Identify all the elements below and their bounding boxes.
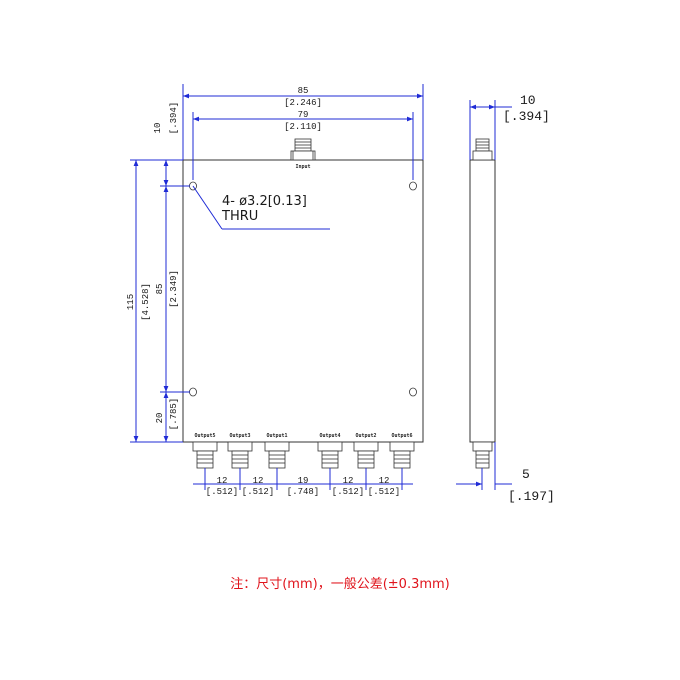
output-connectors [192, 441, 415, 469]
dim-offset-mm: 5 [522, 467, 530, 482]
spacing-mm: 12 [217, 476, 228, 486]
dim-width-mm: 85 [298, 86, 309, 96]
spacing-inch: [.512] [206, 487, 238, 497]
spacing-inch: [.512] [332, 487, 364, 497]
spacing-mm: 12 [343, 476, 354, 486]
dim-pitch-inch: [2.110] [284, 122, 322, 132]
dim-height-inch: [4.528] [141, 283, 151, 321]
output-label: Output4 [319, 433, 340, 439]
output-connector [317, 441, 343, 469]
dim-pitch-y-mm: 85 [155, 284, 165, 295]
dim-width-inch: [2.246] [284, 98, 322, 108]
output-connector [353, 441, 379, 469]
spacing-mm: 19 [298, 476, 309, 486]
output-label: Output6 [391, 433, 412, 439]
spacing-inch: [.512] [368, 487, 400, 497]
side-bottom-connector [472, 441, 493, 469]
dim-bottom-offset-mm: 20 [155, 413, 165, 424]
output-label: Output2 [355, 433, 376, 439]
dim-top-offset-inch: [.394] [169, 102, 179, 134]
front-view: Input Output5 Output3 Output1 Output4 Ou… [126, 84, 424, 497]
spacing-inch: [.748] [287, 487, 319, 497]
dim-top-offset-mm: 10 [153, 123, 163, 134]
side-view: 10 [.394] 5 [.197] [456, 93, 555, 504]
dim-bottom-offset-inch: [.785] [169, 398, 179, 430]
dim-offset-inch: [.197] [508, 489, 555, 504]
output-connector [389, 441, 415, 469]
output-connector [192, 441, 218, 469]
spacing-inch: [.512] [242, 487, 274, 497]
spacing-mm: 12 [253, 476, 264, 486]
input-label: Input [295, 164, 310, 170]
mounting-hole [409, 181, 417, 191]
mounting-hole [409, 387, 417, 397]
front-body-outline [182, 159, 424, 443]
dim-thickness-inch: [.394] [503, 109, 550, 124]
output-connector [227, 441, 253, 469]
dim-height-mm: 115 [126, 294, 136, 310]
output-label: Output5 [194, 433, 215, 439]
output-label: Output1 [266, 433, 287, 439]
hole-callout-line2: THRU [221, 209, 258, 224]
output-label: Output3 [229, 433, 250, 439]
output-connector [264, 441, 290, 469]
callout-leader [192, 185, 223, 230]
dim-pitch-y-inch: [2.349] [169, 270, 179, 308]
spacing-mm: 12 [379, 476, 390, 486]
side-top-connector [472, 138, 493, 161]
dim-pitch-mm: 79 [298, 110, 309, 120]
dim-thickness-mm: 10 [520, 93, 536, 108]
hole-callout-line1: 4- ø3.2[0.13] [222, 194, 307, 209]
tolerance-note: 注：尺寸(mm)，一般公差(±0.3mm) [230, 576, 450, 592]
input-connector [290, 138, 316, 161]
side-body-outline [469, 159, 496, 443]
